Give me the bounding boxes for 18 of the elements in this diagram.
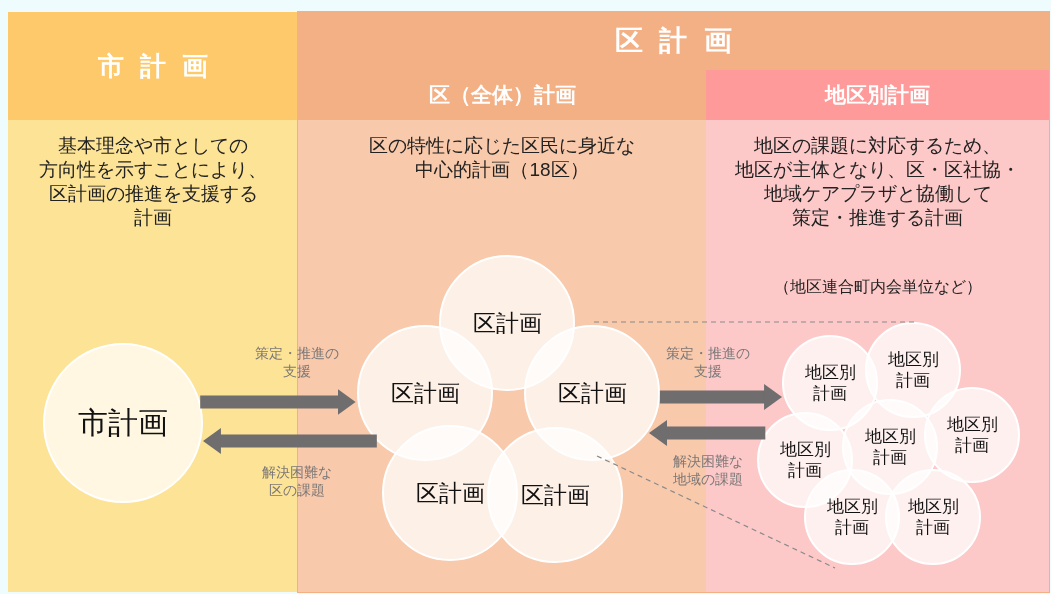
plan-circle: 市計画: [43, 343, 203, 503]
plan-circle: 区計画: [487, 427, 623, 563]
description-text: 区の特性に応じた区民に身近な中心的計画（18区）: [369, 134, 635, 182]
column-heading: 地区別計画: [706, 70, 1049, 120]
edge-label: 解決困難な地域の課題: [673, 452, 743, 488]
edge-label: 策定・推進の支援: [666, 344, 750, 380]
note-text: （地区連合町内会単位など）: [773, 277, 982, 297]
column-heading: 区（全体）計画: [298, 70, 706, 120]
block-arrow: [202, 428, 377, 454]
edge-label: 解決困難な区の課題: [262, 463, 332, 499]
plan-circle: 地区別計画: [885, 469, 981, 565]
description-text: 地区の課題に対応するため、地区が主体となり、区・区社協・地域ケアプラザと協働して策定・推進する計画: [735, 134, 1020, 230]
block-arrow: [200, 389, 356, 415]
edge-label: 策定・推進の支援: [255, 344, 339, 380]
description-text: 基本理念や市としての方向性を示すことにより、区計画の推進を支援する計画: [39, 134, 267, 230]
block-arrow: [659, 384, 783, 410]
column-heading: 市計画: [8, 12, 298, 120]
block-arrow: [649, 420, 766, 446]
